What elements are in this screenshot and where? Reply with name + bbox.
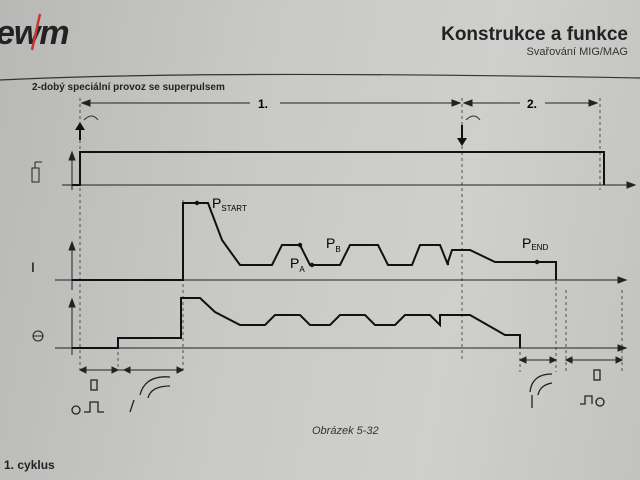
current-signal xyxy=(72,202,557,281)
time-markers xyxy=(79,98,623,372)
header-rule xyxy=(0,73,640,81)
parameter-points xyxy=(194,200,540,268)
page-title: Konstrukce a funkce xyxy=(441,24,628,45)
p-start-label: PSTART xyxy=(212,195,247,213)
gas-preflow-icon xyxy=(71,379,104,415)
section-heading: 1. cyklus xyxy=(4,458,55,472)
phase-dimension-lines xyxy=(80,99,599,107)
p-a-label: PA xyxy=(290,255,305,274)
wire-feed-signal xyxy=(72,297,521,349)
phase-1-label: 1. xyxy=(258,97,268,111)
diagram-title: 2-dobý speciální provoz se superpulsem xyxy=(32,82,225,93)
gas-postflow-icon xyxy=(580,369,605,407)
current-axis-label: I xyxy=(31,259,35,275)
burnback-icon xyxy=(529,373,553,408)
page-subtitle: Svařování MIG/MAG xyxy=(526,46,628,58)
p-end-label: PEND xyxy=(522,235,548,252)
interval-arrows xyxy=(78,356,624,374)
torch-release-icon xyxy=(457,115,481,146)
figure-caption: Obrázek 5-32 xyxy=(312,425,379,437)
p-b-label: PB xyxy=(326,235,341,254)
gas-signal xyxy=(72,151,605,186)
torch-press-icon xyxy=(75,115,99,140)
creep-start-icon xyxy=(129,376,171,413)
phase-2-label: 2. xyxy=(527,97,537,111)
logo-slash xyxy=(30,13,42,51)
wire-feed-icon xyxy=(32,330,44,342)
gas-cylinder-icon xyxy=(31,161,42,183)
